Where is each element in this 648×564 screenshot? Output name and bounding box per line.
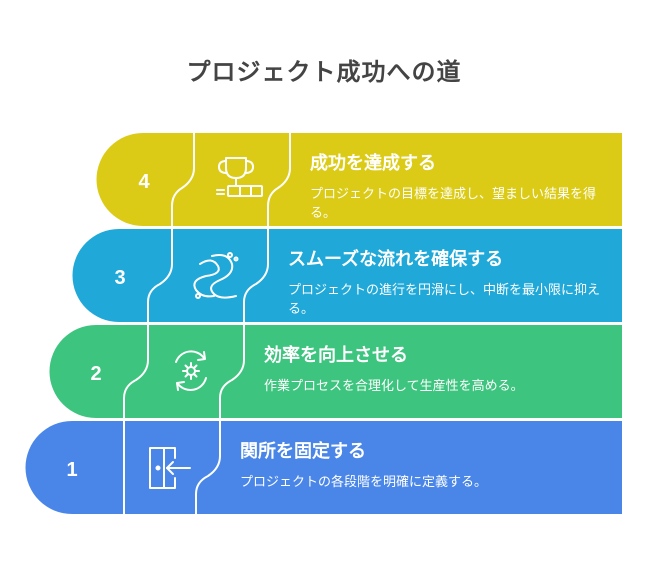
step-2-band: 2 — [49, 325, 622, 418]
step-3-shape — [72, 229, 622, 322]
step-4-number: 4 — [138, 171, 150, 193]
step-3-band: 3 — [72, 229, 622, 322]
step-4-divider-right — [267, 133, 291, 226]
step-1-shape — [25, 421, 622, 514]
gear-cycle-icon — [175, 350, 207, 391]
step-3-heading: スムーズな流れを確保する — [288, 249, 504, 270]
step-4-heading: 成功を達成する — [310, 153, 436, 174]
step-2-divider-left — [123, 325, 149, 418]
step-4-description: プロジェクトの目標を達成し、望ましい結果を得る。 — [310, 187, 597, 221]
exit-door-icon — [149, 447, 191, 489]
step-1-text: 関所を固定する プロジェクトの各段階を明確に定義する。 — [240, 437, 610, 492]
step-2-description: 作業プロセスを合理化して生産性を高める。 — [264, 379, 524, 394]
trophy-icon — [216, 157, 263, 197]
step-1-divider-right — [195, 421, 221, 514]
step-4-text: 成功を達成する プロジェクトの目標を達成し、望ましい結果を得る。 — [310, 149, 610, 223]
step-3-text: スムーズな流れを確保する プロジェクトの進行を円滑にし、中断を最小限に抑える。 — [288, 245, 608, 319]
step-2-text: 効率を向上させる 作業プロセスを合理化して生産性を高める。 — [264, 341, 614, 396]
step-3-divider-right — [243, 229, 269, 322]
step-3-divider-left — [147, 229, 173, 322]
step-3-description: プロジェクトの進行を円滑にし、中断を最小限に抑える。 — [288, 283, 601, 317]
step-4-shape — [96, 133, 622, 226]
winding-road-icon — [193, 252, 239, 299]
step-1-band: 1 — [25, 421, 622, 514]
step-2-divider-right — [219, 325, 245, 418]
page-title: プロジェクト成功への道 — [186, 58, 462, 86]
step-2-shape — [49, 325, 622, 418]
step-2-heading: 効率を向上させる — [264, 345, 408, 366]
step-3-number: 3 — [114, 267, 125, 289]
step-1-heading: 関所を固定する — [240, 441, 366, 462]
step-4-divider-left — [171, 133, 195, 226]
step-2-number: 2 — [90, 363, 101, 385]
step-4-band: 4 — [96, 133, 622, 226]
step-1-description: プロジェクトの各段階を明確に定義する。 — [240, 475, 488, 490]
step-1-number: 1 — [66, 459, 77, 481]
